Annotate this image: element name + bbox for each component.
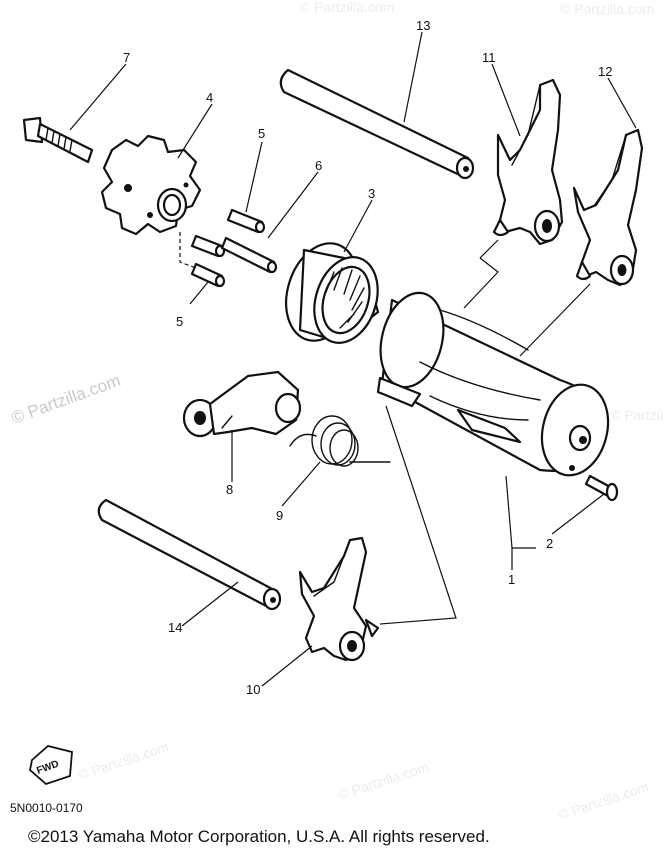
- part-12-shift-fork: [572, 128, 644, 287]
- part-9-spring: [289, 415, 391, 467]
- callout-14: 14: [168, 620, 182, 635]
- callout-6: 6: [315, 158, 322, 173]
- diagram-code: 5N0010-0170: [10, 801, 83, 815]
- callout-10: 10: [246, 682, 260, 697]
- callout-12: 12: [598, 64, 612, 79]
- part-8-lever: [182, 370, 302, 438]
- part-5-dowel-pins: [179, 208, 266, 288]
- part-13-shaft: [279, 68, 475, 180]
- callout-1: 1: [508, 572, 515, 587]
- watermark-faint-bottom-left: © Partzilla.com: [76, 738, 171, 782]
- callout-8: 8: [226, 482, 233, 497]
- watermark-main: © Partzilla.com: [9, 371, 123, 428]
- watermark-faint-right: © Partzilla.com: [610, 407, 664, 423]
- watermark-faint-top: © Partzilla.com: [300, 0, 394, 15]
- callout-5-top: 5: [258, 126, 265, 141]
- callout-7: 7: [123, 50, 130, 65]
- callout-5-bottom: 5: [176, 314, 183, 329]
- callout-3: 3: [368, 186, 375, 201]
- callout-4: 4: [206, 90, 213, 105]
- part-6-pin: [220, 236, 278, 274]
- part-2-screw: [584, 474, 619, 502]
- watermark-faint-bottom-right: © Partzilla.com: [556, 778, 651, 822]
- part-11-shift-fork: [492, 78, 564, 246]
- callout-9: 9: [276, 508, 283, 523]
- watermark-faint-bottom-mid: © Partzilla.com: [336, 758, 431, 802]
- part-7-bolt: [22, 116, 94, 164]
- callout-2: 2: [546, 536, 553, 551]
- callout-11: 11: [482, 50, 496, 65]
- part-14-shaft: [97, 498, 282, 611]
- callout-13: 13: [416, 18, 430, 33]
- fwd-arrow-icon: FWD: [29, 745, 73, 786]
- watermark-faint-top-right: © Partzilla.com: [560, 1, 654, 17]
- part-1-shift-drum: [376, 291, 610, 477]
- part-10-shift-fork: [298, 536, 380, 662]
- leader-lines: [69, 31, 637, 687]
- part-4-segment: [100, 134, 202, 236]
- part-3-bearing: [285, 242, 380, 344]
- copyright-notice: ©2013 Yamaha Motor Corporation, U.S.A. A…: [28, 827, 490, 846]
